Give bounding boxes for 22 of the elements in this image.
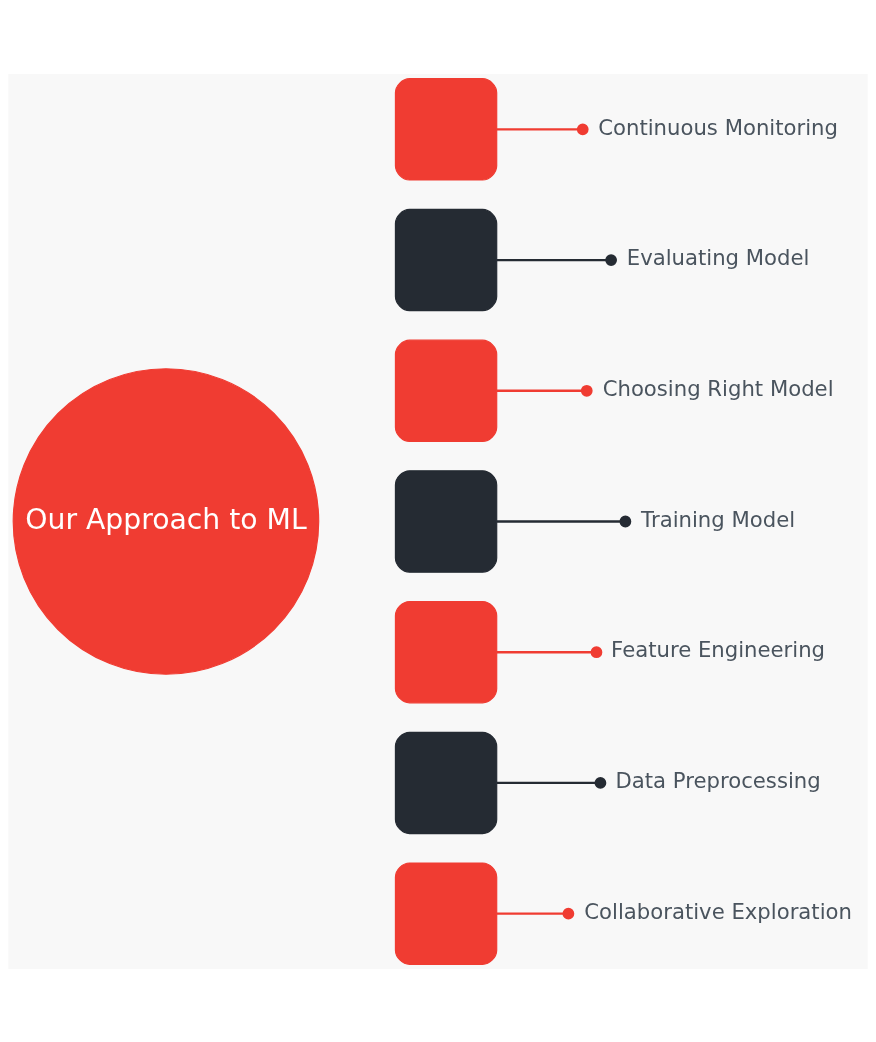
node-picture — [394, 469, 498, 573]
node-text: Data Preprocessing — [615, 767, 821, 793]
node-circle: Our Approach to ML — [12, 367, 320, 675]
node-text: Evaluating Model — [626, 244, 810, 270]
node-picture — [394, 600, 498, 703]
connector — [496, 122, 589, 135]
connector — [496, 384, 593, 397]
node-text: Continuous Monitoring — [598, 114, 838, 140]
node-text: Feature Engineering — [611, 636, 826, 662]
connector — [496, 515, 632, 527]
connector — [496, 645, 603, 658]
connector — [496, 776, 607, 789]
node-text: Collaborative Exploration — [584, 898, 852, 924]
node-text: Choosing Right Model — [602, 375, 834, 401]
connector — [496, 253, 617, 266]
connector — [496, 907, 575, 920]
node-picture — [394, 339, 498, 442]
node-picture — [394, 208, 498, 311]
node-text: Training Model — [641, 506, 796, 532]
node-picture — [394, 77, 498, 181]
node-picture — [394, 861, 498, 965]
node-picture — [394, 731, 498, 834]
